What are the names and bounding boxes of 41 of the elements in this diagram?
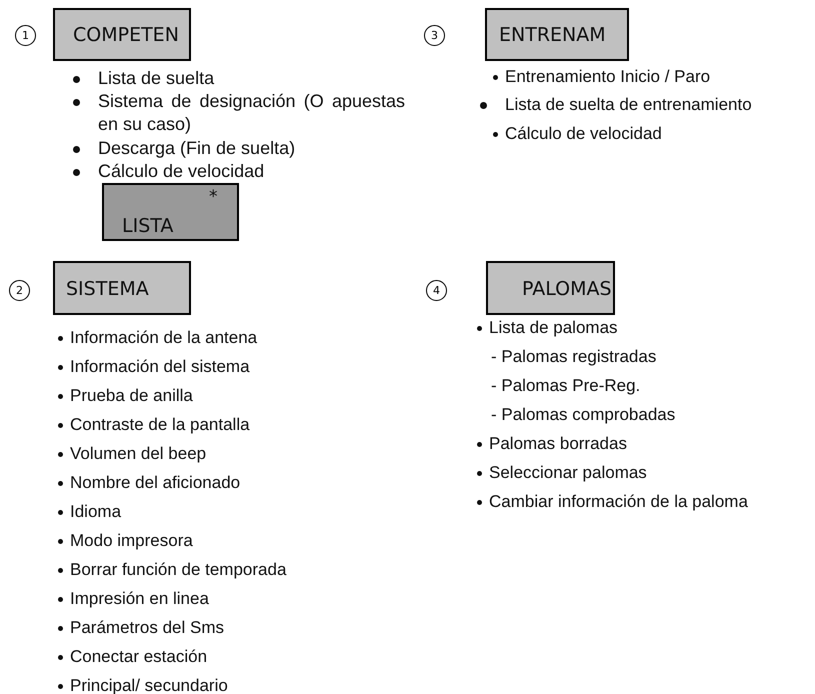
menu-item: Cálculo de velocidad (505, 123, 663, 145)
menu-item: Entrenamiento Inicio / Paro (505, 66, 712, 88)
step-number-circle: 3 (424, 25, 445, 46)
menu-item: Parámetros del Sms (70, 617, 225, 639)
menu-box (102, 183, 239, 241)
menu-box (53, 8, 191, 61)
step-number-circle: 1 (15, 25, 36, 46)
step-number-circle: 4 (426, 280, 447, 301)
menu-title: PALOMAS (522, 278, 612, 300)
menu-box (486, 261, 615, 315)
menu-item: Cálculo de velocidad (98, 160, 266, 183)
step-number-circle: 2 (9, 280, 30, 301)
menu-item: Lista de palomas (489, 317, 619, 339)
menu-item: Sistema de designación (O apuestas en su caso) (98, 90, 405, 136)
asterisk-mark: * (209, 187, 218, 207)
menu-item: Conectar estación (70, 646, 208, 668)
menu-item: Información de la antena (70, 327, 258, 349)
menu-item: Nombre del aficionado (70, 472, 242, 494)
menu-box (53, 261, 191, 315)
menu-item: Cambiar información de la paloma (489, 491, 749, 513)
menu-item: Borrar función de temporada (70, 559, 288, 581)
menu-item: - Palomas Pre-Reg. (491, 375, 642, 397)
menu-item: - Palomas comprobadas (491, 404, 676, 426)
menu-box (485, 8, 629, 61)
menu-item: Lista de suelta de entrenamiento (505, 94, 753, 116)
menu-item: Prueba de anilla (70, 385, 194, 407)
menu-item: Información del sistema (70, 356, 251, 378)
menu-title: COMPETEN (73, 24, 179, 46)
menu-item: Seleccionar palomas (489, 462, 648, 484)
menu-title: LISTA (122, 215, 174, 237)
menu-item: Volumen del beep (70, 443, 208, 465)
menu-item: Lista de suelta (98, 67, 216, 90)
menu-item: Idioma (70, 501, 122, 523)
menu-title: ENTRENAM (499, 24, 606, 46)
menu-item: Descarga (Fin de suelta) (98, 137, 296, 160)
menu-item: Modo impresora (70, 530, 194, 552)
menu-item: Palomas borradas (489, 433, 628, 455)
menu-item: - Palomas registradas (491, 346, 658, 368)
menu-item: Impresión en linea (70, 588, 210, 610)
menu-title: SISTEMA (66, 278, 149, 300)
menu-item: Contraste de la pantalla (70, 414, 251, 436)
